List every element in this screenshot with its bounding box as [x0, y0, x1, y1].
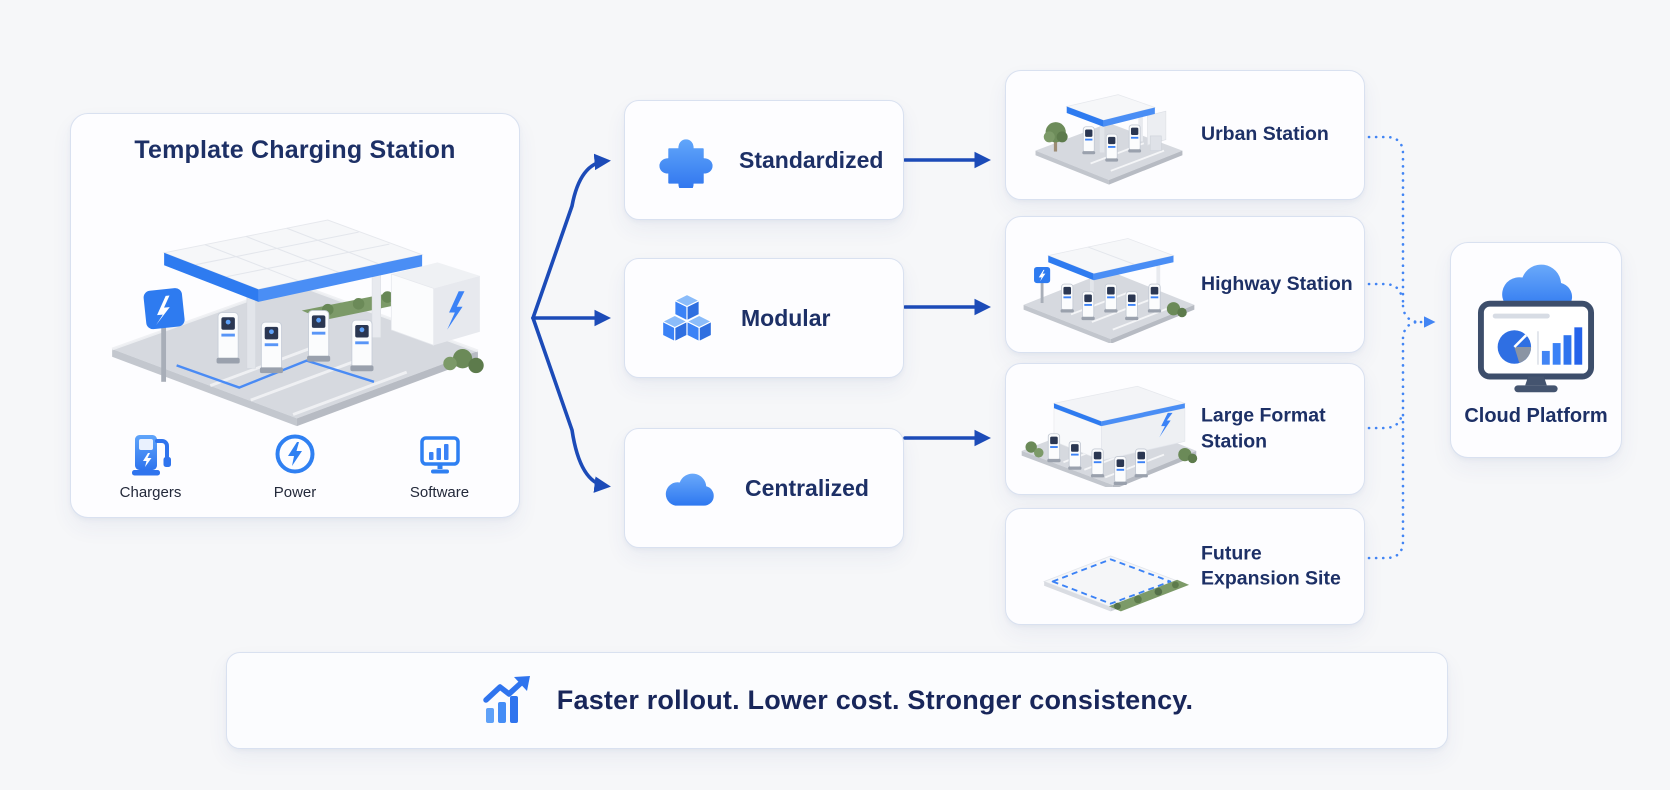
dotted-highway-to-spine	[1367, 282, 1404, 302]
arrow-template-to-standardized	[531, 153, 611, 320]
component-label: Software	[409, 484, 470, 501]
puzzle-piece-icon	[659, 139, 713, 188]
power-bolt-icon	[275, 434, 315, 474]
station-card-highway: Highway Station	[1005, 216, 1365, 353]
component-label: Chargers	[119, 484, 182, 501]
growth-chart-icon	[483, 675, 530, 723]
benefits-banner: Faster rollout. Lower cost. Stronger con…	[226, 652, 1448, 749]
principle-label: Modular	[741, 304, 831, 331]
component-software: Software	[375, 431, 505, 501]
arrow-template-to-centralized	[531, 316, 611, 493]
cubes-icon	[662, 293, 712, 343]
station-label: Urban Station	[1201, 123, 1329, 146]
principle-label: Centralized	[745, 474, 869, 501]
station-label: Future Expansion Site	[1201, 541, 1341, 590]
cloud-icon	[665, 473, 714, 506]
component-chargers: Chargers	[86, 431, 216, 501]
ev-charger-icon	[131, 435, 171, 476]
analytics-monitor-icon	[1477, 300, 1595, 393]
cloud-platform-label: Cloud Platform	[1464, 405, 1608, 427]
large-format-station-illustration	[1021, 385, 1198, 487]
future-expansion-site-illustration	[1042, 554, 1190, 611]
dotted-future-to-spine	[1367, 336, 1405, 560]
dotted-junction-top	[1401, 304, 1419, 324]
urban-station-illustration	[1035, 94, 1183, 185]
principle-standardized: Standardized	[624, 100, 904, 220]
station-label: Large Format Station	[1201, 404, 1326, 452]
principle-label: Standardized	[739, 146, 884, 173]
principle-modular: Modular	[624, 258, 904, 378]
cloud-platform-node: Cloud Platform	[1450, 242, 1622, 458]
principle-centralized: Centralized	[624, 428, 904, 548]
template-station-panel: Template Charging Station	[70, 113, 520, 518]
station-card-future-expansion: Future Expansion Site	[1005, 508, 1365, 625]
dotted-junction-bottom	[1401, 320, 1419, 340]
highway-station-illustration	[1023, 237, 1195, 343]
panel-title: Template Charging Station	[134, 136, 456, 164]
station-card-large-format: Large Format Station	[1005, 363, 1365, 495]
charging-station-illustration	[111, 219, 484, 427]
component-label: Power	[273, 484, 317, 501]
dotted-large-to-spine	[1367, 410, 1404, 430]
component-power: Power	[230, 431, 360, 501]
station-label: Highway Station	[1201, 272, 1353, 295]
component-row: Chargers Power Software	[71, 431, 519, 501]
station-card-urban: Urban Station	[1005, 70, 1365, 200]
dotted-urban-to-spine	[1367, 135, 1405, 308]
software-monitor-icon	[419, 436, 460, 474]
banner-text: Faster rollout. Lower cost. Stronger con…	[556, 685, 1194, 715]
